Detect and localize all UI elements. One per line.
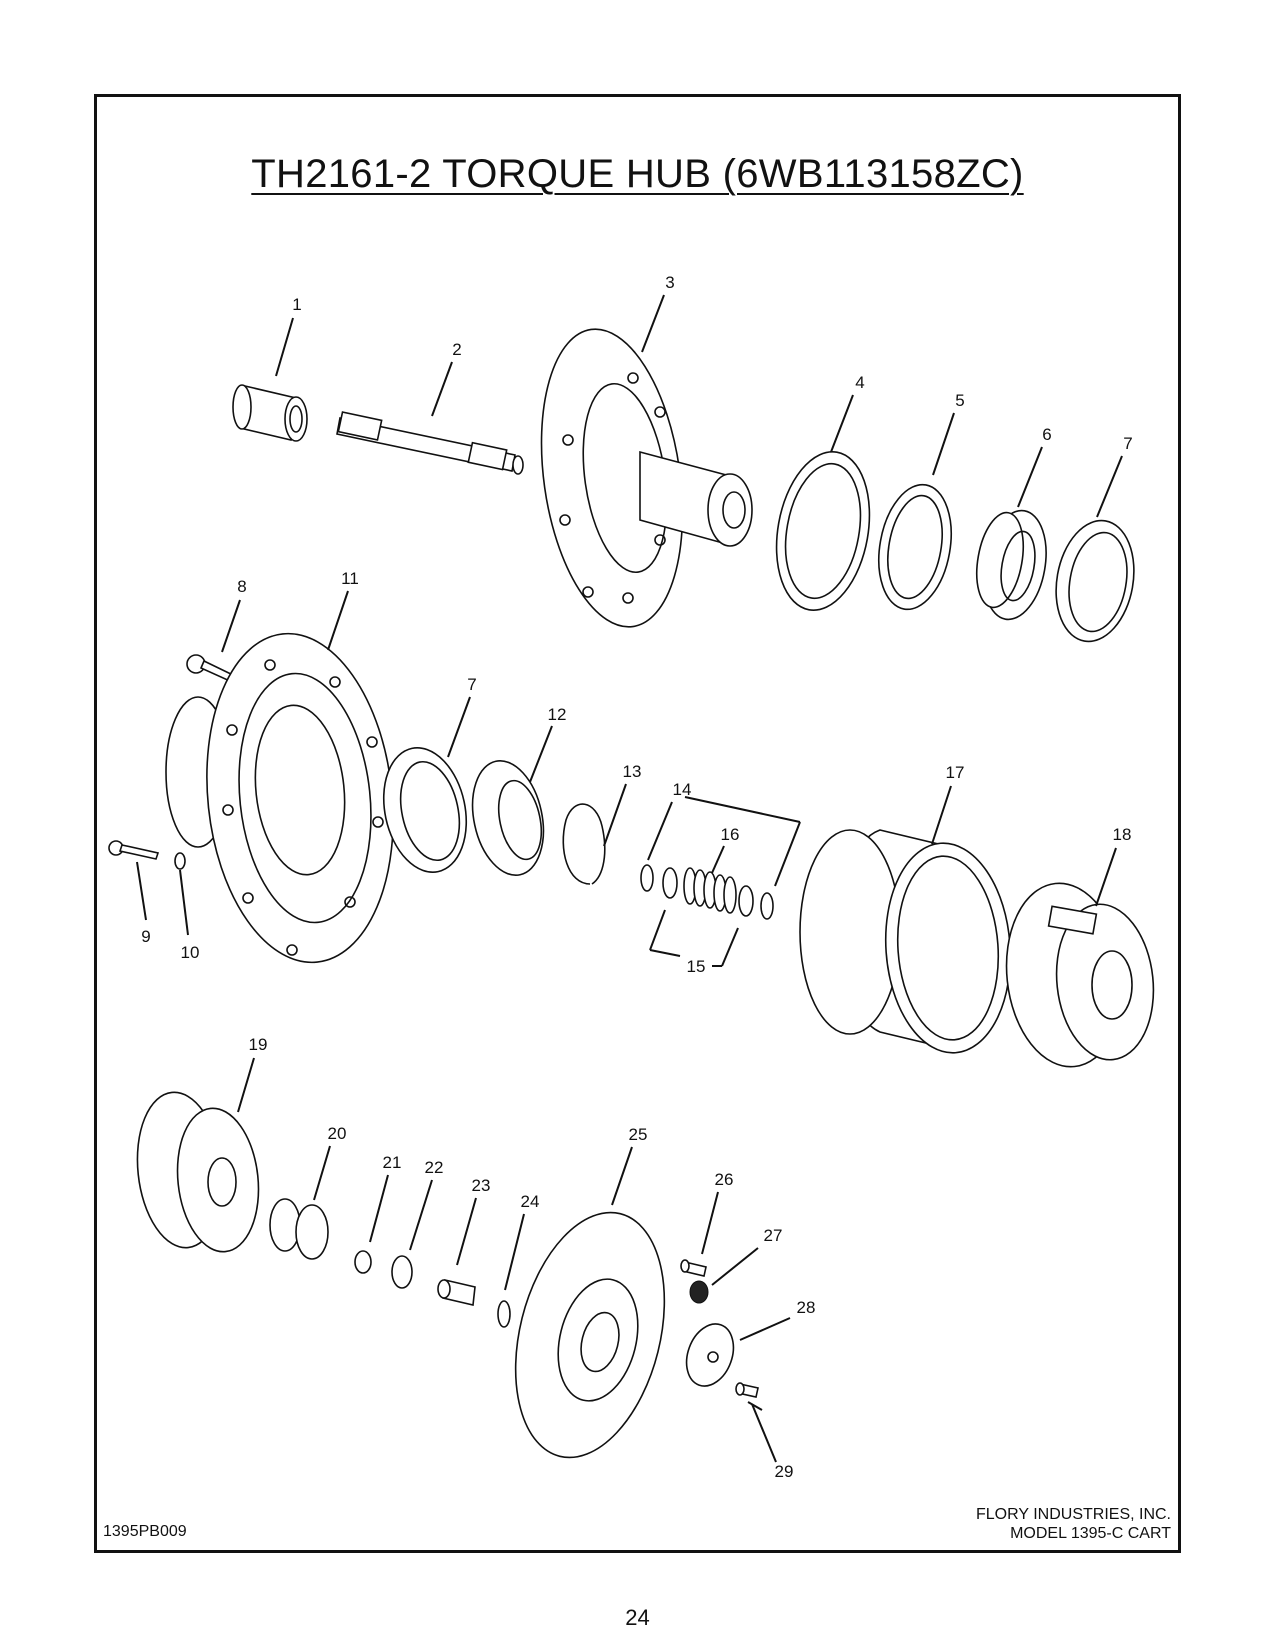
part-22-lock-washer <box>391 1255 413 1289</box>
callout-2: 2 <box>452 340 461 359</box>
company-block: FLORY INDUSTRIES, INC. MODEL 1395-C CART <box>976 1505 1171 1543</box>
figure-id: 1395PB009 <box>103 1523 187 1540</box>
callout-24: 24 <box>521 1192 540 1211</box>
part-12-bearing-cone <box>471 760 545 876</box>
drawing-border <box>94 94 1181 1553</box>
part-20-gear <box>269 1198 329 1260</box>
part-18-carrier <box>1005 882 1155 1068</box>
callout-5: 5 <box>955 391 964 410</box>
part-5-ring <box>878 483 952 611</box>
part-21-bushing <box>354 1250 372 1274</box>
callout-29: 29 <box>775 1462 794 1481</box>
part-3-spindle <box>540 328 753 628</box>
part-16-spring <box>683 867 737 914</box>
callout-22: 22 <box>425 1158 444 1177</box>
callout-19: 19 <box>249 1035 268 1054</box>
callout-12: 12 <box>548 705 567 724</box>
callout-20: 20 <box>328 1124 347 1143</box>
part-25-cover <box>514 1211 666 1459</box>
callout-6: 6 <box>1042 425 1051 444</box>
part-6-bearing-cone <box>975 509 1047 621</box>
callout-leaders <box>136 294 1123 1463</box>
part-17-ring-gear <box>799 829 1012 1054</box>
part-27-plug <box>689 1280 709 1304</box>
part-7-bearing-cup-lower <box>382 747 468 873</box>
page-number: 24 <box>625 1605 650 1630</box>
callout-23: 23 <box>472 1176 491 1195</box>
callout-8: 8 <box>237 577 246 596</box>
part-11-hub <box>165 632 394 964</box>
part-2-shaft <box>336 411 524 475</box>
callout-27: 27 <box>764 1226 783 1245</box>
callout-9: 9 <box>141 927 150 946</box>
callout-15: 15 <box>687 957 706 976</box>
part-7-bearing-cup-upper <box>1055 519 1135 643</box>
callout-7-lower: 7 <box>467 675 476 694</box>
part-1-coupling <box>232 384 308 442</box>
model-name: MODEL 1395-C CART <box>1010 1525 1171 1542</box>
callout-17: 17 <box>946 763 965 782</box>
callout-1: 1 <box>292 295 301 314</box>
part-19-carrier <box>136 1091 260 1253</box>
callout-4: 4 <box>855 373 864 392</box>
part-4-seal <box>775 451 871 611</box>
callout-26: 26 <box>715 1170 734 1189</box>
part-24-o-ring <box>497 1300 511 1328</box>
part-10-washer <box>174 852 186 870</box>
part-29-bolt <box>735 1382 759 1398</box>
part-28-disc <box>685 1323 735 1387</box>
callout-16: 16 <box>721 825 740 844</box>
part-23-pin <box>437 1279 476 1306</box>
callout-3: 3 <box>665 273 674 292</box>
company-name: FLORY INDUSTRIES, INC. <box>976 1506 1171 1523</box>
callout-10: 10 <box>181 943 200 962</box>
callout-21: 21 <box>383 1153 402 1172</box>
callout-18: 18 <box>1113 825 1132 844</box>
page-title: TH2161-2 TORQUE HUB (6WB113158ZC) <box>251 152 1024 196</box>
callout-13: 13 <box>623 762 642 781</box>
part-26-bolt <box>680 1259 707 1277</box>
part-14-rings <box>640 864 774 920</box>
callout-7-upper: 7 <box>1123 434 1132 453</box>
callout-14: 14 <box>673 780 692 799</box>
callout-25: 25 <box>629 1125 648 1144</box>
part-9-bolt <box>108 840 160 860</box>
part-13-snap-ring <box>562 803 606 885</box>
callout-28: 28 <box>797 1298 816 1317</box>
callout-11: 11 <box>341 569 359 588</box>
